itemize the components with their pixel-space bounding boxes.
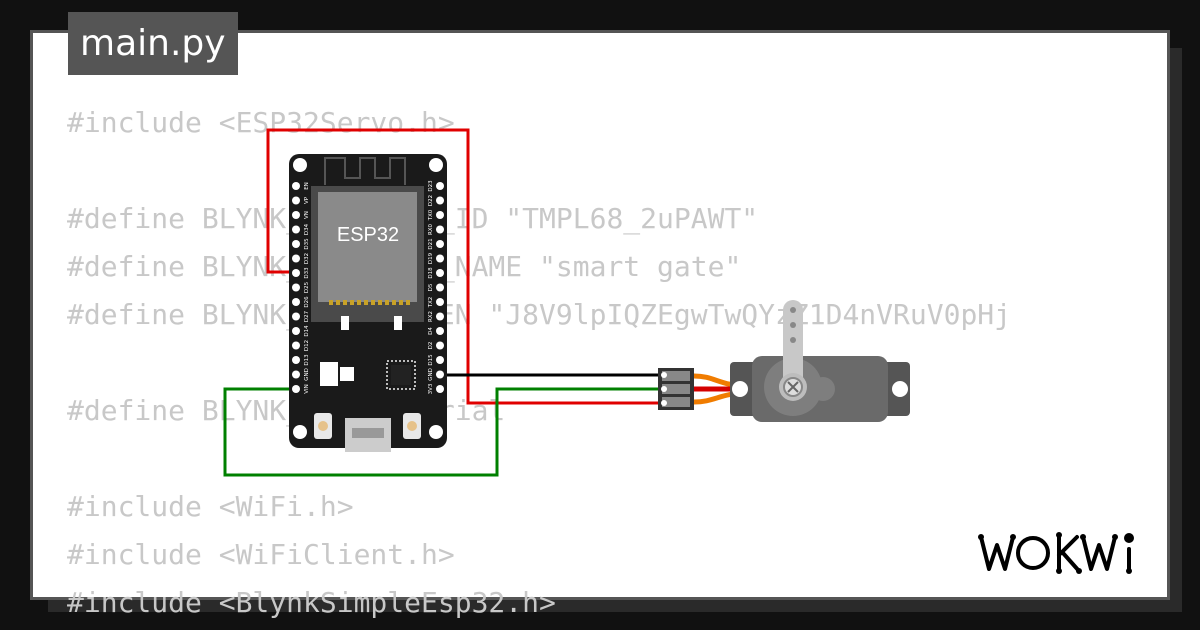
pin-label: D19 — [428, 252, 434, 264]
esp32-board[interactable]: ESP32 — [289, 154, 447, 452]
pin-label: D35 — [304, 238, 310, 250]
pin-label: D12 — [304, 340, 310, 351]
pin-label: EN — [304, 182, 310, 190]
servo-connector[interactable] — [658, 368, 694, 410]
pin-hole[interactable] — [436, 298, 444, 306]
pin-hole[interactable] — [292, 254, 300, 263]
pin-label: D33 — [304, 267, 310, 279]
pin-hole[interactable] — [436, 182, 444, 190]
pin-hole[interactable] — [292, 240, 300, 248]
pin-hole[interactable] — [436, 312, 444, 321]
pin-label: D4 — [428, 327, 434, 335]
pin-label: TX2 — [428, 297, 434, 309]
pin-label: D18 — [428, 267, 434, 279]
pin-hole[interactable] — [436, 240, 444, 248]
pin-hole[interactable] — [436, 370, 444, 379]
pin-hole[interactable] — [436, 341, 444, 350]
pin-label: RX2 — [428, 311, 434, 322]
pin-label: GND — [304, 368, 310, 381]
pin-hole[interactable] — [436, 196, 444, 205]
pin-label: VP — [304, 196, 310, 204]
pin-hole[interactable] — [436, 254, 444, 263]
chip-label: ESP32 — [337, 224, 399, 246]
pin-label: D34 — [304, 223, 310, 235]
pin-label: D14 — [304, 325, 310, 337]
pin-hole[interactable] — [292, 341, 300, 350]
pin-hole[interactable] — [436, 269, 444, 277]
pin-label: D2 — [428, 342, 434, 350]
pin-hole[interactable] — [292, 298, 300, 306]
pin-hole[interactable] — [292, 312, 300, 321]
pin-hole[interactable] — [292, 225, 300, 234]
pin-label: D13 — [304, 354, 310, 366]
pin-label: TX0 — [428, 209, 434, 221]
pin-label: VN — [304, 211, 310, 219]
pin-hole[interactable] — [292, 269, 300, 277]
pin-label: D21 — [428, 238, 434, 249]
servo-motor[interactable] — [730, 300, 910, 422]
wire-green[interactable] — [223, 387, 660, 477]
wokwi-logo — [978, 532, 1134, 574]
code-line: #include <WiFi.h> — [67, 490, 354, 523]
pin-hole[interactable] — [436, 283, 444, 292]
wire-red[interactable] — [266, 128, 660, 405]
pin-hole[interactable] — [292, 327, 300, 335]
pin-label: D22 — [428, 195, 434, 206]
code-line: #include <ESP32Servo.h> — [67, 106, 455, 139]
pin-hole[interactable] — [292, 283, 300, 292]
pin-hole[interactable] — [436, 356, 444, 364]
pin-hole[interactable] — [292, 370, 300, 379]
pin-hole[interactable] — [292, 196, 300, 205]
pin-label: D15 — [428, 354, 434, 366]
pin-hole[interactable] — [292, 182, 300, 190]
pin-hole[interactable] — [292, 211, 300, 219]
pin-label: 3V3 — [428, 383, 434, 394]
pin-label: D26 — [304, 296, 310, 308]
pin-hole[interactable] — [292, 356, 300, 364]
pin-hole[interactable] — [436, 211, 444, 219]
pin-label: GND — [428, 368, 434, 381]
pin-label: D32 — [304, 253, 310, 264]
module-pins — [329, 300, 410, 305]
code-line: #include <WiFiClient.h> — [67, 538, 455, 571]
pin-label: D27 — [304, 310, 310, 322]
pin-label: D25 — [304, 281, 310, 293]
pin-label: RX0 — [428, 223, 434, 235]
pin-hole[interactable] — [292, 385, 300, 393]
pin-hole[interactable] — [436, 385, 444, 393]
file-tab[interactable]: main.py — [68, 12, 238, 75]
pin-hole[interactable] — [436, 327, 444, 335]
pin-label: VIN — [304, 384, 310, 394]
pin-label: D23 — [428, 180, 434, 192]
code-line: #include <BlynkSimpleEsp32.h> — [67, 586, 556, 619]
pin-label: D5 — [428, 283, 434, 291]
pin-hole[interactable] — [436, 225, 444, 234]
